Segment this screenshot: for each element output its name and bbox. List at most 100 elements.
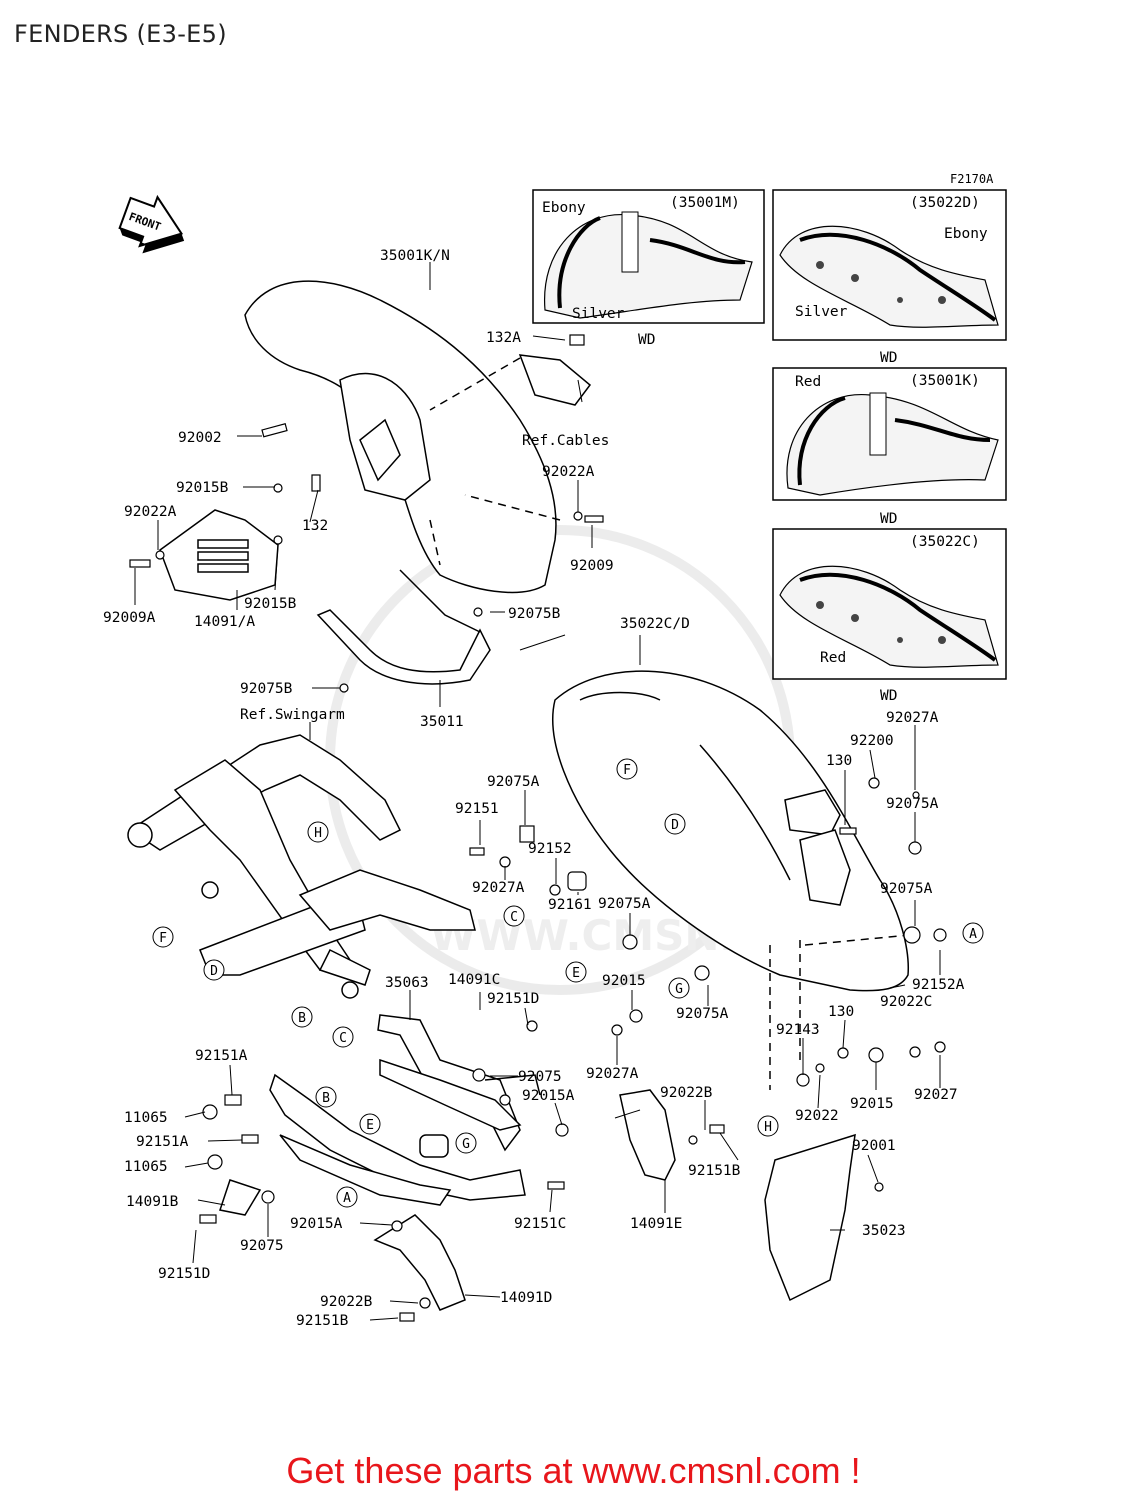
fasteners (129, 334, 947, 1322)
rear-fender (552, 670, 911, 1090)
part-label: 92075 (240, 1238, 284, 1254)
part-label: 92075A (598, 896, 651, 912)
part-label: 92075A (487, 774, 540, 790)
variant-label: Silver (572, 306, 625, 322)
part-label: 35011 (420, 714, 464, 730)
variant-tag: WD (638, 332, 655, 348)
callout-H: H (757, 1115, 779, 1137)
part-label: 132 (302, 518, 328, 534)
callout-A: A (962, 922, 984, 944)
svg-text:D: D (671, 818, 679, 833)
svg-text:B: B (298, 1011, 306, 1026)
variant-label: Ebony (944, 226, 988, 242)
callout-C: C (332, 1026, 354, 1048)
svg-text:E: E (366, 1118, 374, 1133)
variant-label: Ebony (542, 200, 586, 216)
part-label: 92152 (528, 841, 572, 857)
svg-text:C: C (339, 1031, 347, 1046)
svg-text:A: A (343, 1191, 351, 1206)
part-label: 14091E (630, 1216, 682, 1232)
variant-part: (35001K) (910, 373, 980, 389)
part-label: 92022B (320, 1294, 373, 1310)
front-arrow-icon: FRONT (118, 194, 185, 254)
part-label: 14091B (126, 1194, 179, 1210)
part-labels: 35001K/N 132A Ref.Cables 92002 92015B 13… (103, 248, 965, 1329)
svg-text:A: A (969, 927, 977, 942)
part-label: 92151A (136, 1134, 189, 1150)
callout-D: D (664, 813, 686, 835)
variant-tag: WD (880, 688, 897, 704)
part-label: 35063 (385, 975, 429, 991)
part-label: 92009A (103, 610, 156, 626)
part-label: 92001 (852, 1138, 896, 1154)
part-label: 92015A (290, 1216, 343, 1232)
swingarm (127, 734, 476, 999)
svg-text:C: C (510, 910, 518, 925)
part-label: 14091D (500, 1290, 552, 1306)
variant-box-35001K: (35001K) Red WD (772, 367, 1007, 527)
part-label: 92015A (522, 1088, 575, 1104)
part-label: 92015 (602, 973, 646, 989)
part-label: 92009 (570, 558, 614, 574)
callout-D: D (203, 959, 225, 981)
part-label: 92022B (660, 1085, 713, 1101)
part-label: 92075 (518, 1069, 562, 1085)
part-label: Ref.Cables (522, 433, 609, 449)
part-label: 130 (828, 1004, 854, 1020)
svg-text:D: D (210, 964, 218, 979)
part-label: 14091/A (194, 614, 255, 630)
promo-link[interactable]: Get these parts at www.cmsnl.com ! (286, 1450, 861, 1491)
lower-brackets (219, 1014, 856, 1311)
part-label: 92022 (795, 1108, 839, 1124)
variant-tag: WD (880, 511, 897, 527)
svg-text:G: G (675, 982, 683, 997)
figure-code: F2170A (950, 172, 994, 186)
part-label: 92022A (542, 464, 595, 480)
part-label: 92075A (886, 796, 939, 812)
part-label: 92143 (776, 1022, 820, 1038)
part-label: 92200 (850, 733, 894, 749)
part-label: 92075A (880, 881, 933, 897)
variant-tag: WD (880, 350, 897, 366)
part-label: 92151D (487, 991, 539, 1007)
part-label: 92151B (296, 1313, 349, 1329)
part-label: 14091C (448, 972, 500, 988)
part-label: 92151A (195, 1048, 248, 1064)
parts-diagram: WWW.CMSNL.COM FRONT F2170A (35001M) Ebon… (103, 172, 1007, 1329)
variant-box-35001M: (35001M) Ebony Silver WD (532, 189, 765, 348)
svg-text:H: H (314, 826, 322, 841)
part-label: 92002 (178, 430, 222, 446)
callout-F: F (616, 758, 638, 780)
part-label: 11065 (124, 1159, 168, 1175)
callout-C: C (503, 905, 525, 927)
svg-text:F: F (159, 931, 167, 946)
svg-text:B: B (322, 1091, 330, 1106)
variant-part: (35022C) (910, 534, 980, 550)
part-label: 92151 (455, 801, 499, 817)
part-label: 92151D (158, 1266, 210, 1282)
callout-F: F (152, 926, 174, 948)
part-label: 92022A (124, 504, 177, 520)
part-label: 92075B (508, 606, 561, 622)
svg-text:E: E (572, 966, 580, 981)
part-label: 132A (486, 330, 521, 346)
part-label: 92161 (548, 897, 592, 913)
part-label: 92075B (240, 681, 293, 697)
svg-text:F: F (623, 763, 631, 778)
variant-label: Red (795, 374, 821, 390)
part-label: 92151C (514, 1216, 566, 1232)
part-label: Ref.Swingarm (240, 707, 345, 723)
part-label: 92027A (886, 710, 939, 726)
part-label: 130 (826, 753, 852, 769)
part-label: 92027A (472, 880, 525, 896)
callout-E: E (359, 1113, 381, 1135)
callout-G: G (668, 977, 690, 999)
part-label: 92015B (176, 480, 229, 496)
part-label: 92027 (914, 1087, 958, 1103)
part-label: 92015 (850, 1096, 894, 1112)
reference-callouts: F D H F C A D E G B C B E G A H (152, 758, 984, 1208)
variant-label: Silver (795, 304, 848, 320)
variant-label: Red (820, 650, 846, 666)
part-label: 92015B (244, 596, 297, 612)
leader-lines (134, 262, 941, 1321)
